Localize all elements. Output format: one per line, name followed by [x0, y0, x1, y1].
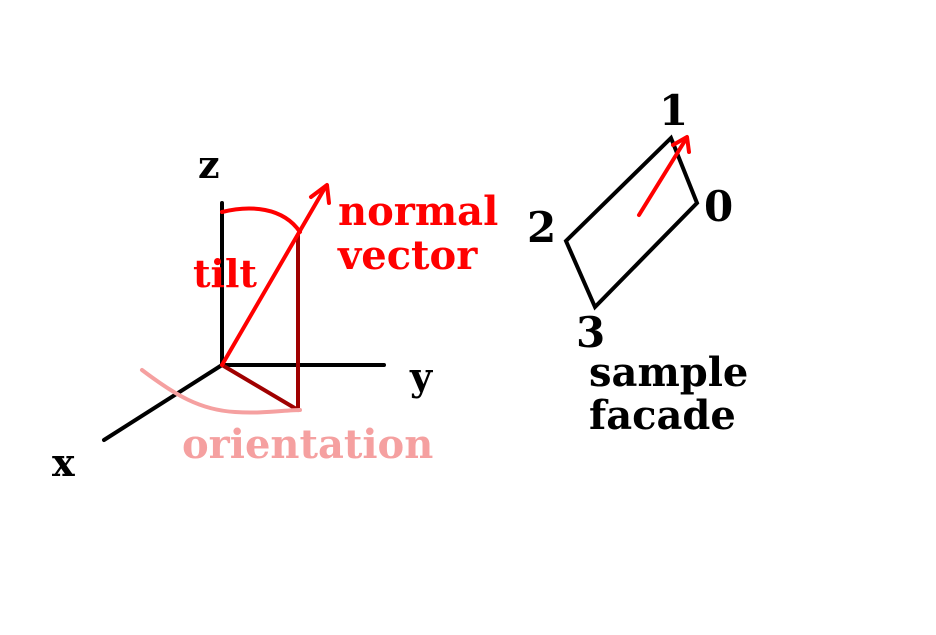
facade-vertex-3-label: 3 [576, 308, 606, 357]
facade-vertex-1-label: 1 [659, 86, 689, 135]
facade-normal-arrow [637, 135, 691, 217]
normal-vector-arrowhead [309, 183, 331, 205]
normal-vector-group [220, 183, 331, 367]
facade-outline [563, 134, 700, 311]
orientation-arc [140, 368, 302, 415]
normal-vector-label-line2: vector [338, 232, 478, 279]
x-axis-label: x [52, 440, 75, 485]
coordinate-axes [102, 201, 386, 442]
projection-ground-line [220, 363, 300, 412]
facade-caption-line2: facade [589, 392, 736, 439]
facade-vertex-2-label: 2 [527, 203, 557, 252]
orientation-label: orientation [182, 421, 434, 468]
x-axis [102, 363, 224, 442]
facade-normal-arrowhead [671, 135, 691, 154]
normal-vector-label-line1: normal [338, 188, 499, 235]
facade-caption-line1: sample [589, 349, 749, 396]
facade-vertex-0-label: 0 [704, 182, 734, 231]
tilt-label: tilt [193, 251, 257, 296]
facade-normal-line [637, 137, 688, 217]
tilt-arc [220, 206, 302, 234]
normal-vector-line [220, 184, 328, 367]
z-axis-label: z [198, 142, 220, 187]
normal-projection [220, 233, 300, 412]
y-axis-label: y [410, 354, 433, 399]
